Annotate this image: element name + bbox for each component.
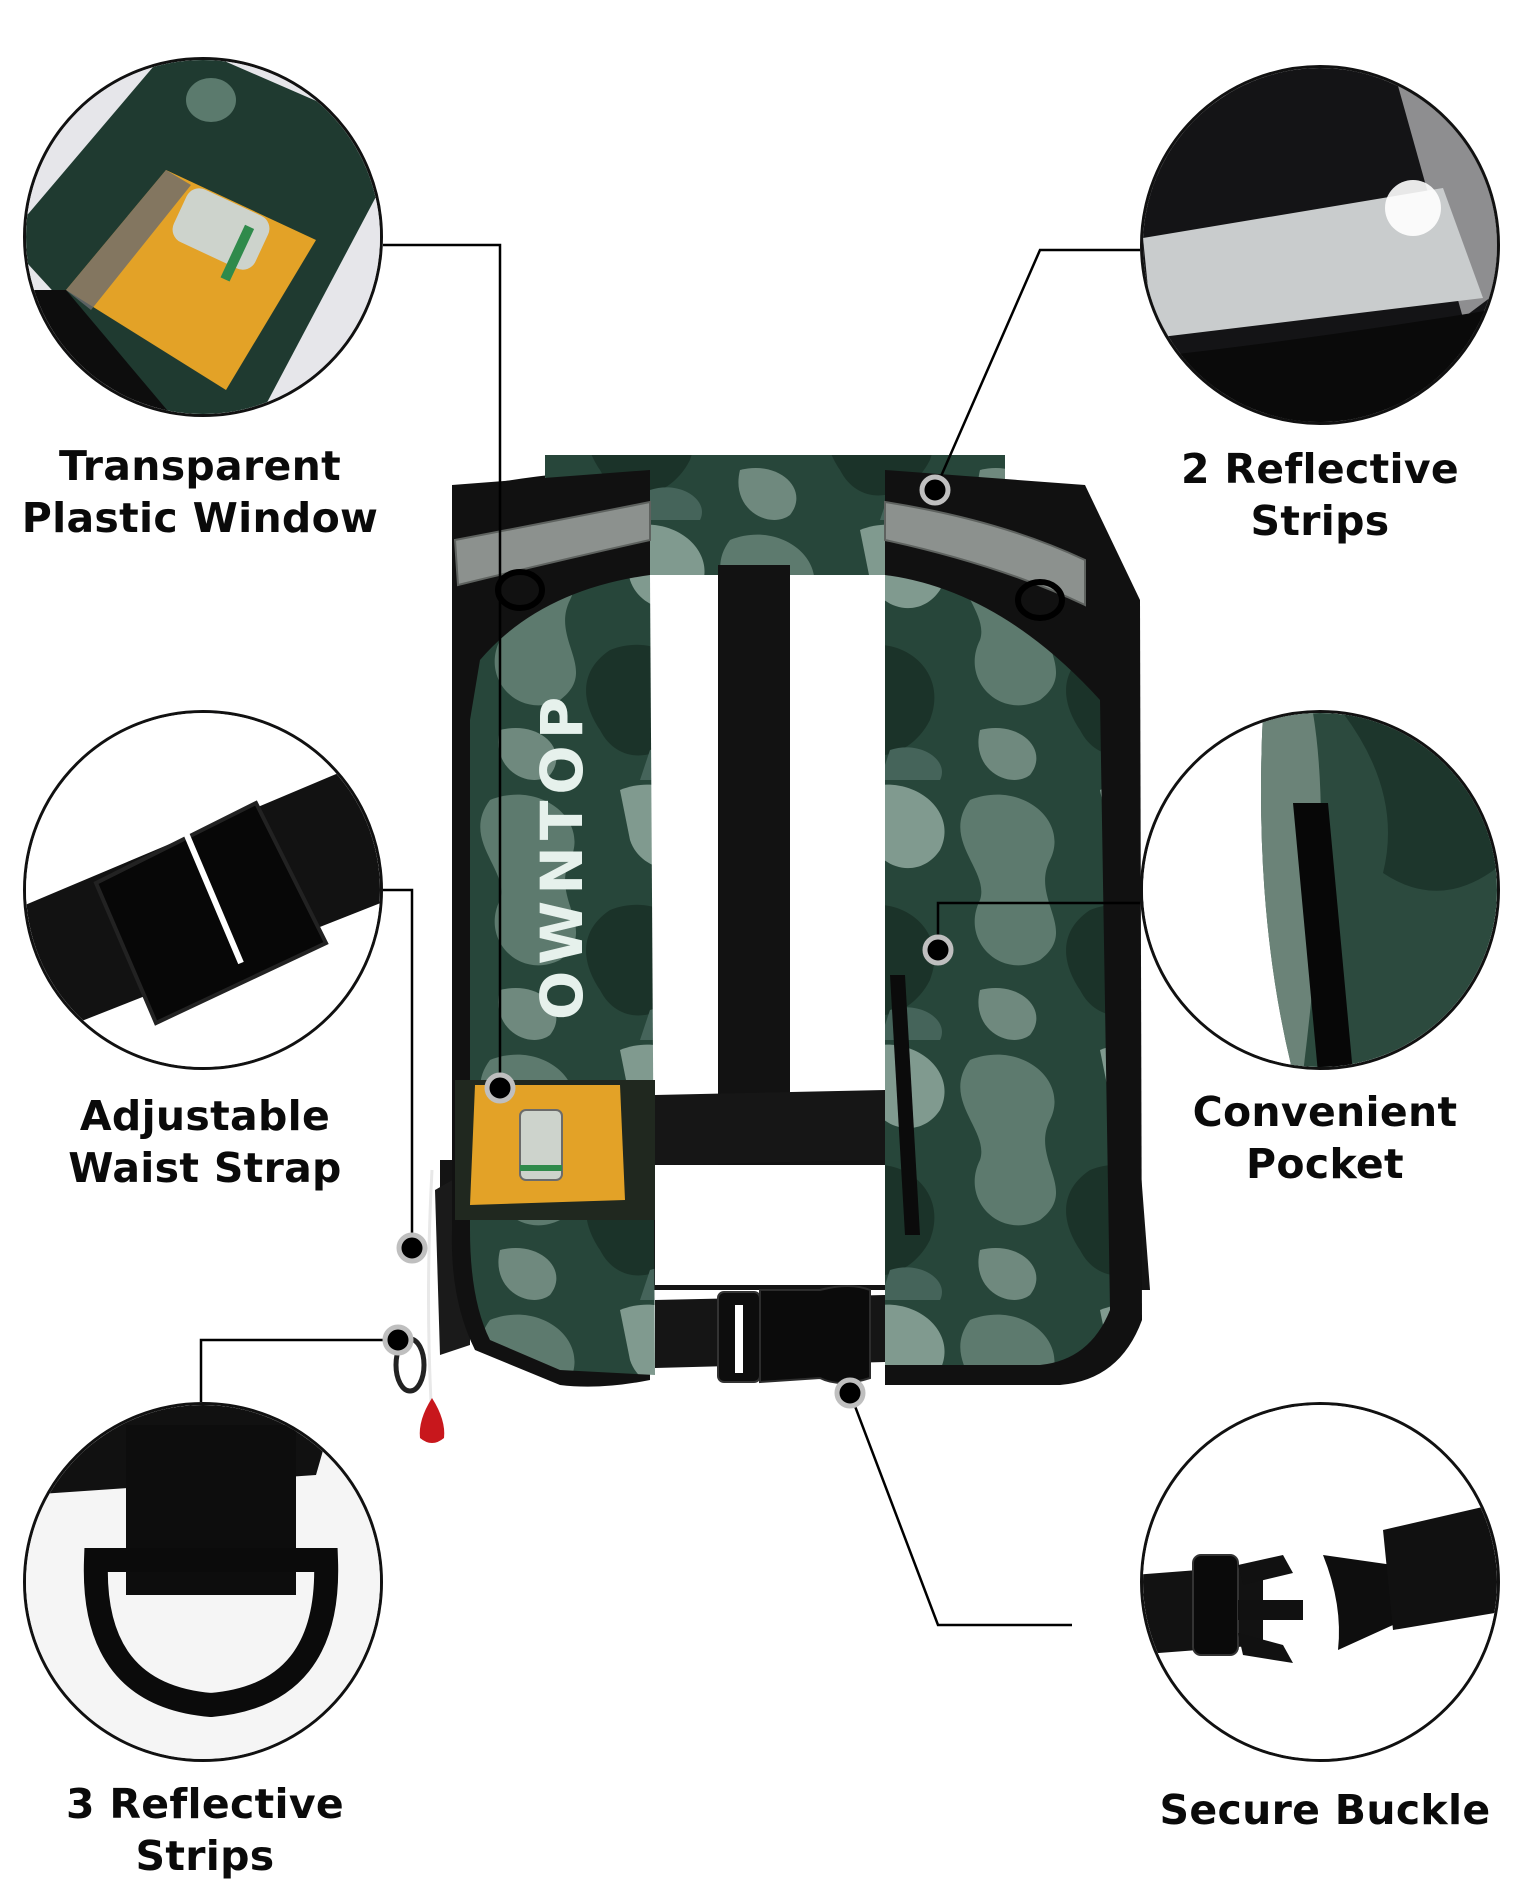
right-front-panel <box>885 575 1110 1365</box>
pull-tab <box>419 1398 445 1443</box>
connector-3-reflective-strips <box>199 1338 398 1402</box>
right-reflective-strip <box>884 500 1086 607</box>
marker-dot-icon <box>382 1324 414 1356</box>
marker-dot-icon <box>919 474 951 506</box>
pocket-zipper <box>890 975 920 1235</box>
connector-convenient-pocket <box>936 901 1140 950</box>
connector-2-reflective-strips <box>933 248 1140 491</box>
marker-dot-icon <box>834 1377 866 1409</box>
marker-dot-icon <box>396 1232 428 1264</box>
left-d-ring <box>495 569 545 611</box>
buckle-graphic <box>717 1285 871 1384</box>
detail-circle-2-reflective-strips <box>1140 65 1500 425</box>
detail-circle-adjustable-waist-strap <box>23 710 383 1070</box>
right-d-ring <box>1015 579 1065 621</box>
co2-cylinder <box>519 1109 563 1181</box>
connector-transparent-window <box>383 243 502 1088</box>
marker-dot-icon <box>922 934 954 966</box>
marker-dot-icon <box>484 1072 516 1104</box>
detail-circle-transparent-window <box>23 57 383 417</box>
center-strap <box>718 565 790 1165</box>
marker-dots <box>382 474 954 1409</box>
feature-label-secure-buckle: Secure Buckle <box>1159 1786 1491 1834</box>
connector-secure-buckle <box>848 1392 1072 1627</box>
detail-circle-secure-buckle <box>1140 1402 1500 1762</box>
detail-circle-convenient-pocket <box>1140 710 1500 1070</box>
connector-adjustable-waist-strap <box>383 888 414 1248</box>
